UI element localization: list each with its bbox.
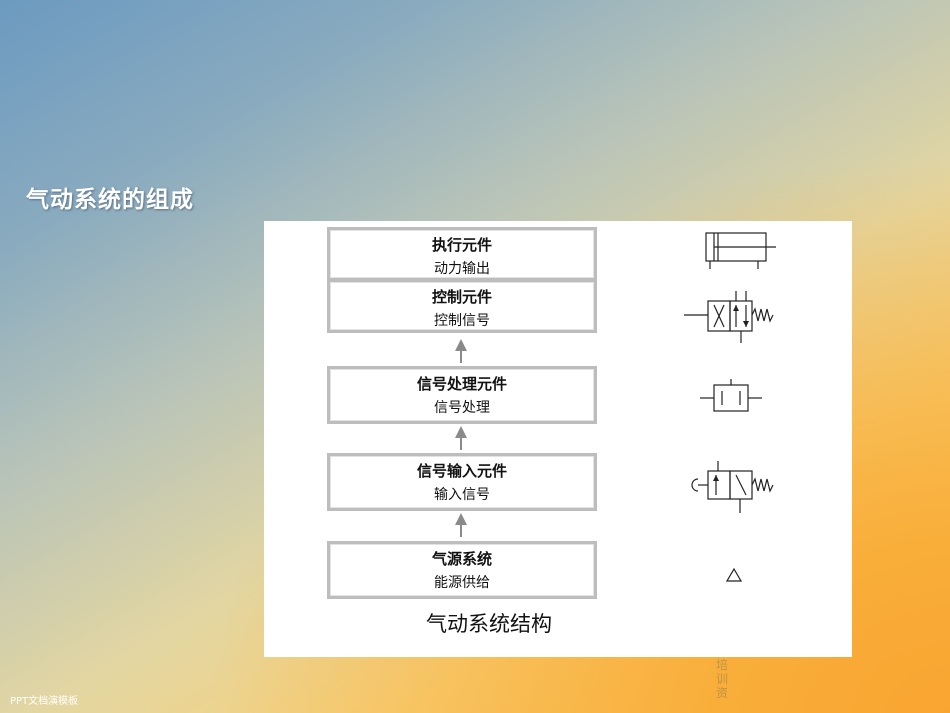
block-title: 信号输入元件	[416, 462, 507, 480]
footer-label: PPT文档演模板	[10, 696, 79, 707]
air-supply-block: 气源系统 能源供给	[327, 541, 597, 599]
logic-element-icon	[700, 379, 762, 412]
pneumatic-structure-figure: 执行元件 动力输出 控制元件 控制信号 信号处理元件 信号处理 信号输入元件 输…	[264, 221, 852, 657]
block-subtitle: 控制信号	[434, 313, 490, 329]
up-arrow-icon	[455, 339, 467, 363]
up-arrow-icon	[455, 426, 467, 450]
watermark-text: 培训资	[716, 658, 729, 700]
up-arrow-icon	[455, 513, 467, 537]
signal-processing-block: 信号处理元件 信号处理	[327, 366, 597, 424]
block-title: 气源系统	[431, 550, 492, 568]
block-subtitle: 信号处理	[434, 400, 490, 416]
actuator-block: 执行元件 动力输出	[327, 227, 597, 281]
control-element-block: 控制元件 控制信号	[327, 279, 597, 333]
cylinder-icon	[705, 232, 776, 269]
pushbutton-valve-icon	[691, 461, 774, 513]
block-subtitle: 动力输出	[434, 261, 490, 277]
block-title: 控制元件	[431, 288, 492, 306]
block-subtitle: 输入信号	[434, 487, 490, 503]
block-title: 执行元件	[431, 236, 492, 254]
block-title: 信号处理元件	[416, 375, 507, 393]
block-subtitle: 能源供给	[434, 575, 490, 591]
directional-valve-icon	[684, 291, 774, 343]
signal-input-block: 信号输入元件 输入信号	[327, 453, 597, 511]
pressure-source-icon	[726, 568, 742, 582]
diagram-caption: 气动系统结构	[426, 612, 552, 636]
slide-title: 气动系统的组成	[26, 187, 194, 213]
